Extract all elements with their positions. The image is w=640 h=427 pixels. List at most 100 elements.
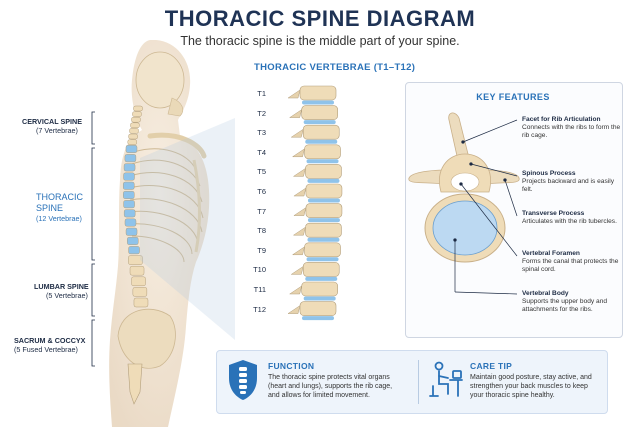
spine-vertebra xyxy=(123,209,136,218)
leader-lines xyxy=(453,119,518,295)
spine-vertebra xyxy=(129,128,139,134)
thoracic-vertebrae-column xyxy=(287,85,343,321)
vertebra-body xyxy=(305,164,342,179)
intervertebral-disc xyxy=(305,276,338,281)
vertebra-label: T2 xyxy=(257,108,266,118)
feature-transverse: Transverse Process Articulates with the … xyxy=(522,210,622,226)
feature-desc: Forms the canal that protects the spinal… xyxy=(522,258,619,274)
pelvis xyxy=(117,308,176,369)
skull xyxy=(135,51,185,109)
vertebra-body xyxy=(299,301,337,316)
spine-vertebra xyxy=(123,172,135,181)
region-label-lumbar: LUMBAR SPINE (5 Vertebrae) xyxy=(34,282,89,300)
zoom-highlight xyxy=(140,118,235,340)
spine-vertebra xyxy=(132,287,148,297)
intervertebral-disc xyxy=(303,120,336,125)
vertebra-body xyxy=(305,183,343,199)
spine-vertebra xyxy=(123,163,136,172)
vertebra-label: T7 xyxy=(257,206,266,216)
vertebra-label: T11 xyxy=(253,285,266,294)
intervertebral-disc xyxy=(307,178,340,183)
spine-vertebra xyxy=(128,255,143,265)
spine-vertebra xyxy=(128,246,140,255)
spine-vertebra xyxy=(123,190,135,199)
function-text: The thoracic spine protects vital organs… xyxy=(268,374,393,399)
function-title: FUNCTION xyxy=(268,361,315,371)
spine-vertebra xyxy=(127,139,138,145)
posture-desk-icon xyxy=(429,361,463,397)
vertebra-label: T5 xyxy=(257,167,266,177)
page-title: THORACIC SPINE DIAGRAM xyxy=(164,6,476,31)
spine-vertebra xyxy=(126,236,139,245)
sacrum xyxy=(127,363,143,405)
jaw xyxy=(167,97,184,117)
spine-vertebra xyxy=(133,297,149,308)
vertebra-spinous xyxy=(291,246,305,256)
vertebra-spinous xyxy=(292,167,306,177)
spine-vertebra xyxy=(128,133,138,140)
vertebra-label: T4 xyxy=(257,147,266,157)
region-detail: (7 Vertebrae) xyxy=(36,126,78,135)
spine-vertebra xyxy=(125,227,138,236)
spine-vertebra xyxy=(123,200,135,209)
feature-name: Transverse Process xyxy=(522,210,585,217)
vertebra-body xyxy=(305,222,342,238)
intervertebral-disc xyxy=(307,198,340,203)
spine-vertebra xyxy=(124,218,137,227)
feature-name: Spinous Process xyxy=(522,170,576,177)
region-name: CERVICAL SPINE xyxy=(22,117,83,126)
region-label-sacrum: SACRUM & COCCYX (5 Fused Vertebrae) xyxy=(14,336,85,354)
vertebra-spinous xyxy=(291,148,305,158)
shield-spine-icon xyxy=(229,360,257,400)
region-name: THORACIC SPINE xyxy=(36,192,83,213)
spine-vertebra xyxy=(125,144,138,153)
intervertebral-disc xyxy=(302,316,334,321)
vertebra-spinous xyxy=(287,305,301,314)
feature-name: Facet for Rib Articulation xyxy=(522,116,601,123)
feature-desc: Projects backward and is easily felt. xyxy=(522,178,614,194)
region-name: LUMBAR SPINE xyxy=(34,282,89,291)
spine-vertebra xyxy=(131,116,141,123)
intervertebral-disc xyxy=(306,257,339,262)
vertebra-body xyxy=(301,105,338,120)
feature-name: Vertebral Foramen xyxy=(522,250,580,257)
vertebra-label: T1 xyxy=(257,89,266,98)
region-label-cervical: CERVICAL SPINE (7 Vertebrae) xyxy=(22,117,82,135)
region-brackets xyxy=(91,111,95,367)
vertebra-spinous xyxy=(288,109,303,118)
vertebra-label: T8 xyxy=(257,226,266,236)
panel-divider xyxy=(418,360,419,404)
region-detail: (12 Vertebrae) xyxy=(36,214,82,223)
vertebra-body xyxy=(302,262,340,277)
vertebra-top-view-illustration xyxy=(408,112,520,295)
vertebra-label: T10 xyxy=(253,265,266,275)
region-label-thoracic: THORACIC SPINE (12 Vertebrae) xyxy=(36,192,88,223)
vertebra-body xyxy=(299,85,337,101)
intervertebral-disc xyxy=(303,296,336,301)
spine-vertebra xyxy=(129,265,145,276)
spine-vertebra xyxy=(132,111,142,117)
feature-desc: Articulates with the rib tubercles. xyxy=(522,218,617,226)
vertebra-body xyxy=(301,281,338,297)
region-detail: (5 Fused Vertebrae) xyxy=(14,345,78,354)
feature-name: Vertebral Body xyxy=(522,290,569,297)
feature-facet: Facet for Rib Articulation Connects with… xyxy=(522,116,622,141)
region-detail: (5 Vertebrae) xyxy=(46,291,88,300)
region-name: SACRUM & COCCYX xyxy=(14,336,86,345)
feature-spinous: Spinous Process Projects backward and is… xyxy=(522,170,622,195)
feature-foramen: Vertebral Foramen Forms the canal that p… xyxy=(522,250,622,275)
vertebra-spinous xyxy=(288,285,303,295)
info-panel xyxy=(216,350,608,414)
spine-vertebra xyxy=(130,122,140,129)
key-features-title: KEY FEATURES xyxy=(476,92,550,102)
vertebra-label: T3 xyxy=(257,128,266,138)
feature-desc: Connects with the ribs to form the rib c… xyxy=(522,124,621,140)
vertebra-label: T12 xyxy=(253,304,266,314)
care-tip-title: CARE TIP xyxy=(470,361,513,371)
sternum xyxy=(192,159,202,253)
vertebra-spinous xyxy=(287,89,301,99)
spinous-process xyxy=(448,112,470,159)
care-tip-text: Maintain good posture, stay active, and … xyxy=(470,374,592,399)
vertebral-body-surface xyxy=(432,200,498,256)
intervertebral-disc xyxy=(306,159,339,164)
